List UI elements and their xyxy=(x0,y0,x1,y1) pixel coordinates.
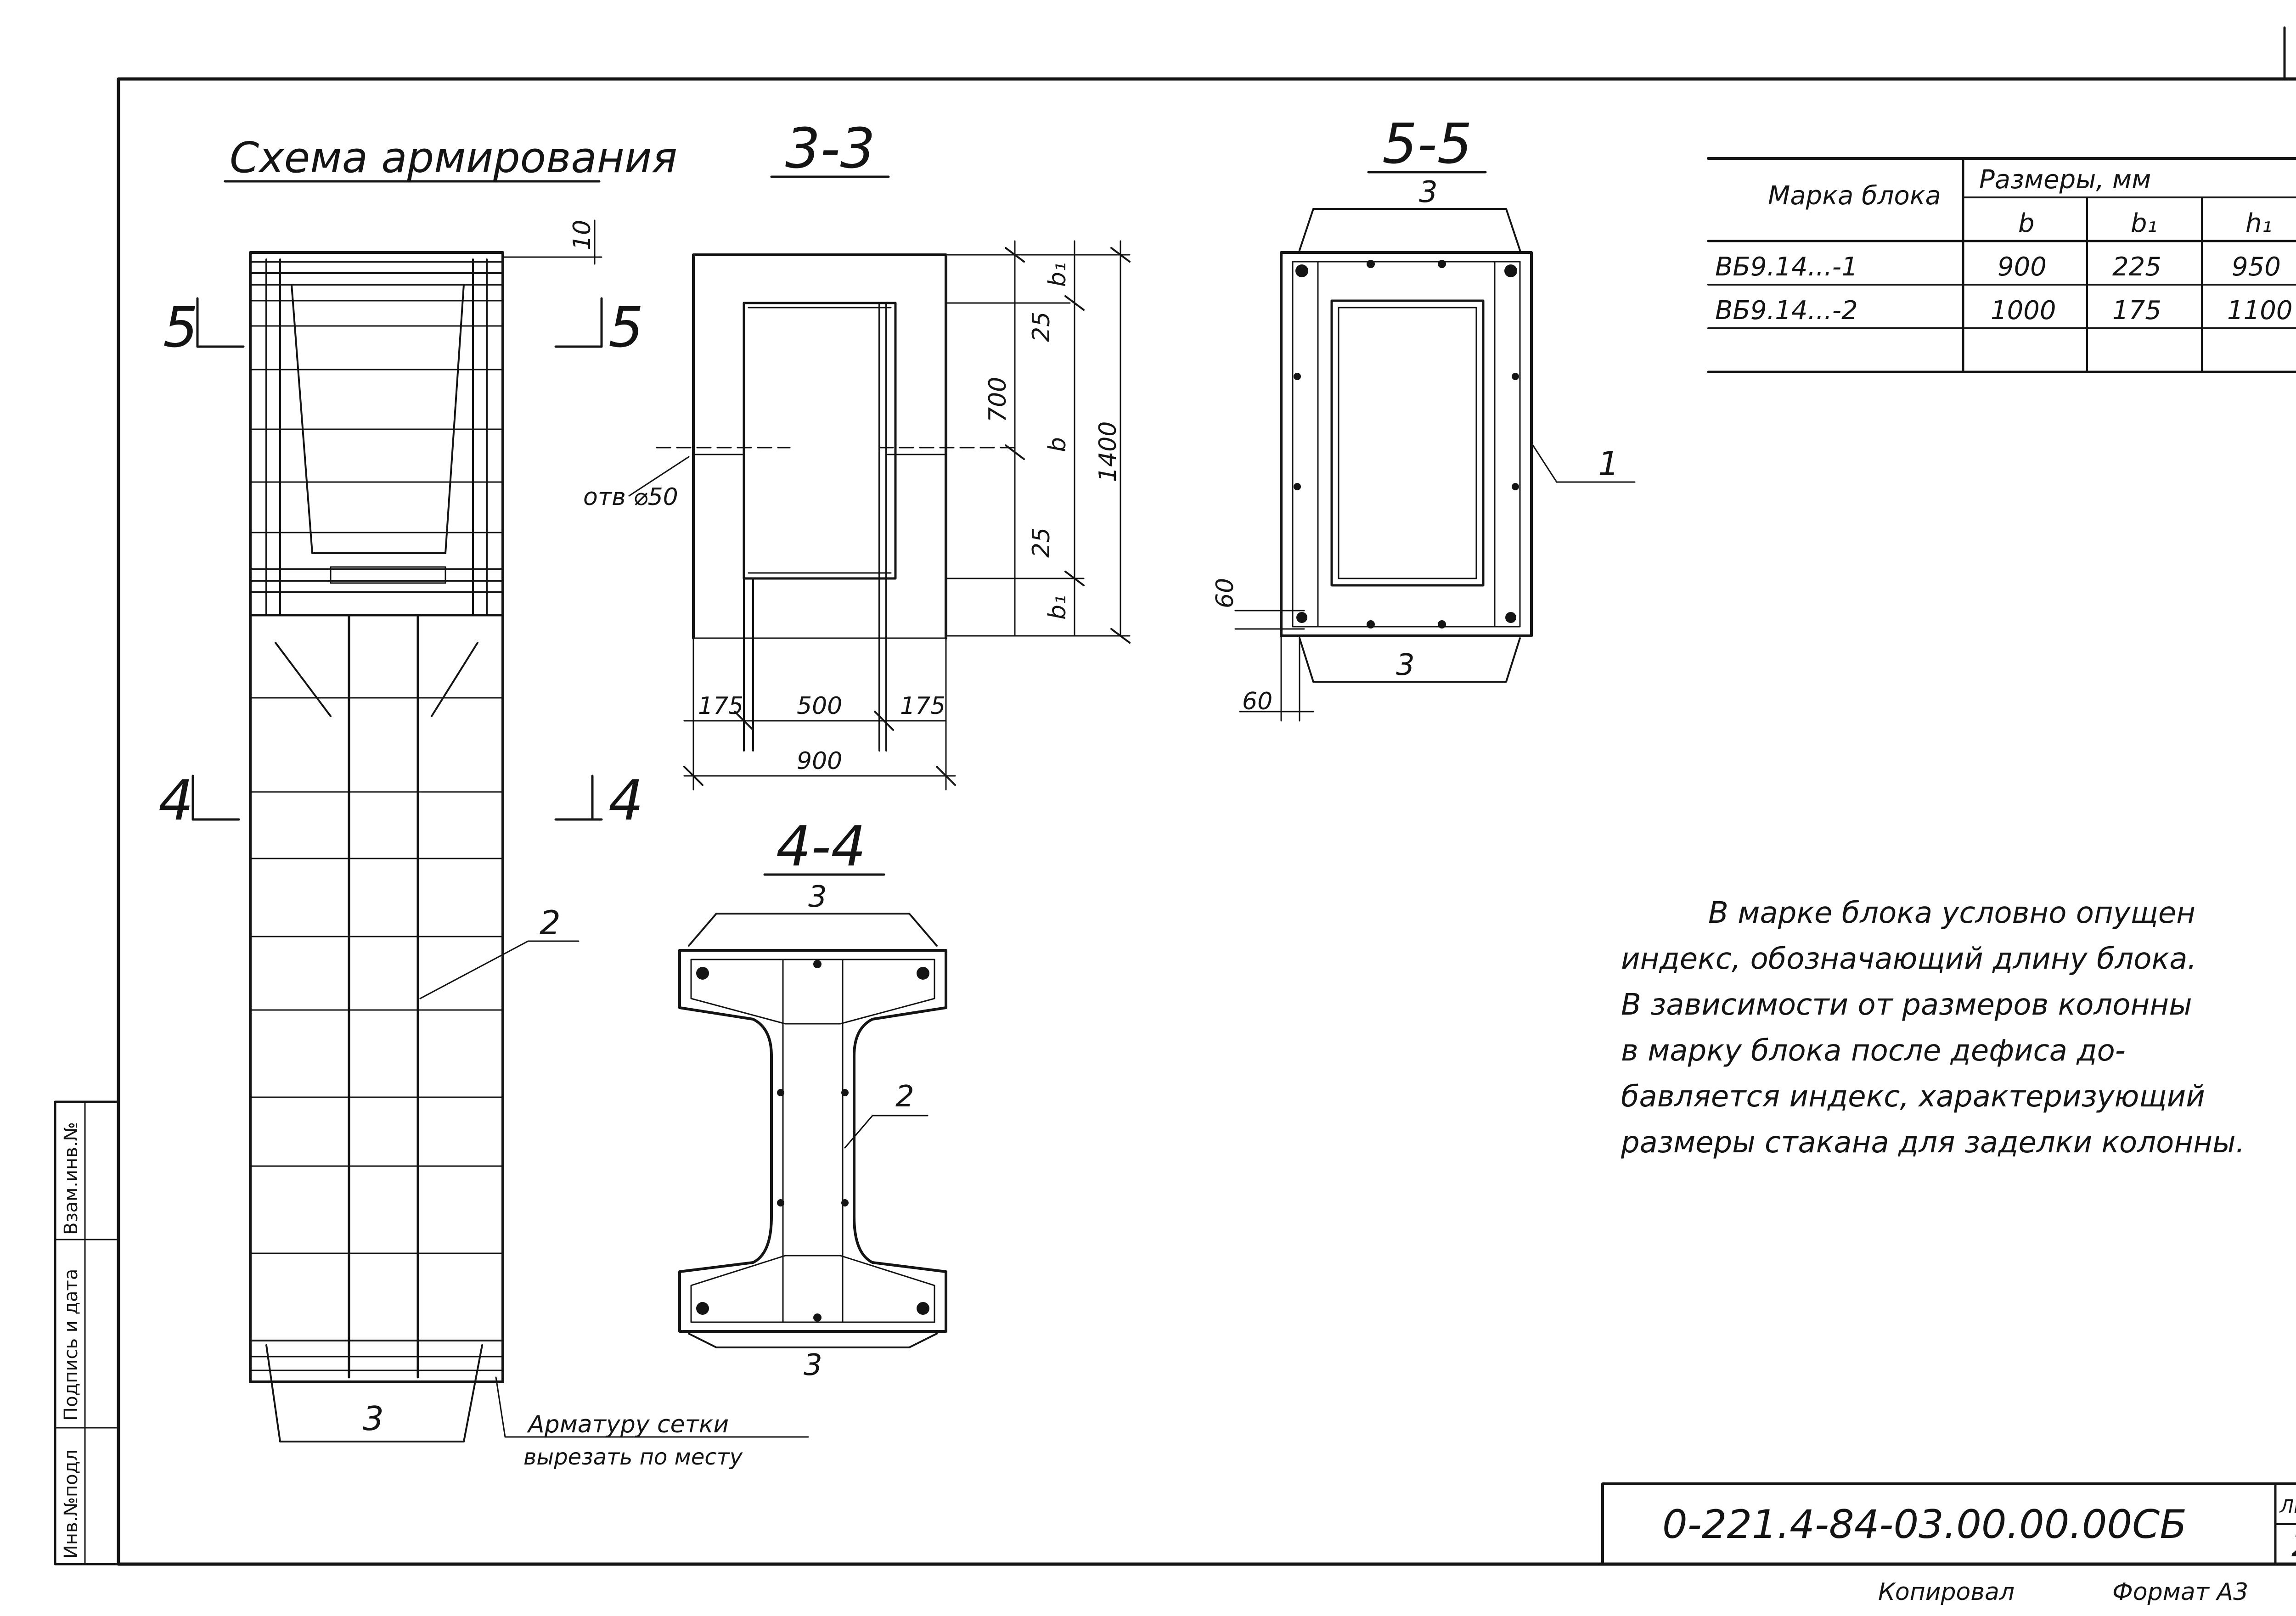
dim-10: 10 xyxy=(568,220,596,250)
cut5-right-label: 5 xyxy=(608,296,643,360)
note-line-1: В марке блока условно опущен xyxy=(1708,896,2195,930)
section33-title: 3-3 xyxy=(785,117,875,181)
sheet-label: Лист xyxy=(2279,1496,2296,1517)
size-table xyxy=(1707,157,2296,373)
scheme-pos2: 2 xyxy=(540,903,561,942)
section33-drawing xyxy=(628,240,1131,791)
cut4-left-label: 4 xyxy=(158,769,193,833)
table-row2-mark: ВБ9.14...-2 xyxy=(1715,296,1858,325)
table-row1-mark: ВБ9.14...-1 xyxy=(1715,252,1858,282)
section55-title: 5-5 xyxy=(1382,112,1472,176)
note-line-2: индекс, обозначающий длину блока. xyxy=(1621,942,2197,976)
table-row2-h1: 1100 xyxy=(2227,296,2293,325)
section55-pos3-top: 3 xyxy=(1419,175,1438,209)
dim-25-top: 25 xyxy=(1028,312,1055,342)
table-col-b1: b₁ xyxy=(2131,208,2157,238)
section44-pos3-bottom: 3 xyxy=(804,1348,822,1382)
sheet-index: 2 xyxy=(2291,1526,2296,1564)
section55-pos3-bottom: 3 xyxy=(1396,648,1415,682)
sheet-frame xyxy=(54,26,2296,1566)
dim-b: b xyxy=(1044,437,1071,452)
table-col-h1: h₁ xyxy=(2245,208,2272,238)
dim-b1-top: b₁ xyxy=(1044,262,1071,287)
section44-title: 4-4 xyxy=(776,815,866,879)
stamp-vzam-inv: Взам.инв.№ xyxy=(61,1122,82,1235)
scheme-pos3: 3 xyxy=(363,1399,384,1438)
dim-700: 700 xyxy=(984,377,1012,422)
table-header-sizes: Размеры, мм xyxy=(1979,165,2151,195)
scheme-title: Схема армирования xyxy=(230,133,677,182)
dim-60-a: 60 xyxy=(1211,578,1239,608)
document-code: 0-221.4-84-03.00.00.00СБ xyxy=(1662,1502,2187,1548)
note-line-6: размеры стакана для заделки колонны. xyxy=(1621,1126,2245,1160)
dim-175-left: 175 xyxy=(698,692,743,720)
stamp-inv-podl: Инв.№подл xyxy=(61,1449,82,1559)
section44-pos3-top: 3 xyxy=(808,880,827,914)
stamp-signature-date: Подпись и дата xyxy=(61,1269,82,1421)
scheme-body xyxy=(191,219,809,1442)
table-row2-b1: 175 xyxy=(2112,296,2161,325)
note-line-5: бавляется индекс, характеризующий xyxy=(1621,1080,2205,1114)
section55-pos1: 1 xyxy=(1598,444,1619,483)
cut5-left-label: 5 xyxy=(163,296,198,360)
footer-format: Формат А3 xyxy=(2112,1578,2248,1606)
dim-60-b: 60 xyxy=(1242,688,1272,715)
dim-b1-bottom: b₁ xyxy=(1044,595,1071,620)
dim-500: 500 xyxy=(797,692,842,720)
table-row1-b1: 225 xyxy=(2112,252,2161,282)
footer-copied: Копировал xyxy=(1878,1578,2015,1606)
table-row1-h1: 950 xyxy=(2232,252,2281,282)
section44-pos2: 2 xyxy=(895,1080,914,1114)
note-line-4: в марку блока после дефиса до- xyxy=(1621,1034,2126,1068)
dim-25-bottom: 25 xyxy=(1028,527,1055,558)
dim-175-right: 175 xyxy=(900,692,945,720)
table-header-mark: Марка блока xyxy=(1768,181,1941,211)
dim-1400: 1400 xyxy=(1094,421,1122,482)
section44-drawing xyxy=(678,913,947,1348)
hole-label: отв ⌀50 xyxy=(583,483,678,511)
cut-note-line1: Арматуру сетки xyxy=(527,1411,729,1438)
table-col-b: b xyxy=(2018,208,2035,238)
cut-note-line2: вырезать по месту xyxy=(523,1444,743,1470)
note-line-3: В зависимости от размеров колонны xyxy=(1621,988,2192,1022)
table-row1-b: 900 xyxy=(1998,252,2047,282)
section55-drawing xyxy=(1234,208,1636,722)
table-row2-b: 1000 xyxy=(1991,296,2056,325)
dim-900: 900 xyxy=(797,747,842,775)
section44-rebar-dots xyxy=(696,960,929,1322)
cut4-right-label: 4 xyxy=(608,769,643,833)
section55-rebar-dots xyxy=(1294,260,1519,628)
